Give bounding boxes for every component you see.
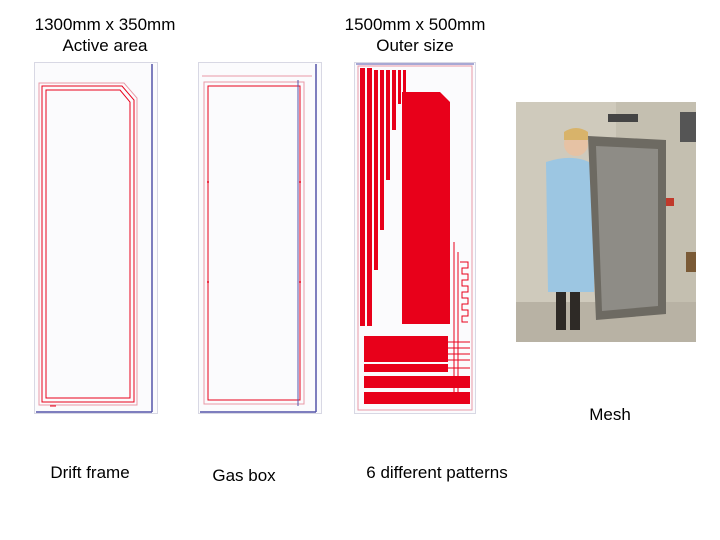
outer-size-text: 1500mm x 500mm <box>344 15 486 34</box>
outer-size-caption: Outer size <box>376 36 454 55</box>
active-area-caption: Active area <box>62 36 148 55</box>
mesh-photo <box>516 102 696 342</box>
drift-frame-label: Drift frame <box>50 463 130 482</box>
gas-box-drawing <box>198 62 322 414</box>
gas-box-label: Gas box <box>212 466 276 485</box>
patterns-drawing <box>354 62 476 414</box>
patterns-label: 6 different patterns <box>366 463 508 482</box>
active-area-size-text: 1300mm x 350mm <box>34 15 176 34</box>
mesh-label: Mesh <box>589 405 631 424</box>
drift-frame-drawing <box>34 62 158 414</box>
active-area-dimensions: 1300mm x 350mm Active area <box>20 14 190 56</box>
outer-size-dimensions: 1500mm x 500mm Outer size <box>330 14 500 56</box>
